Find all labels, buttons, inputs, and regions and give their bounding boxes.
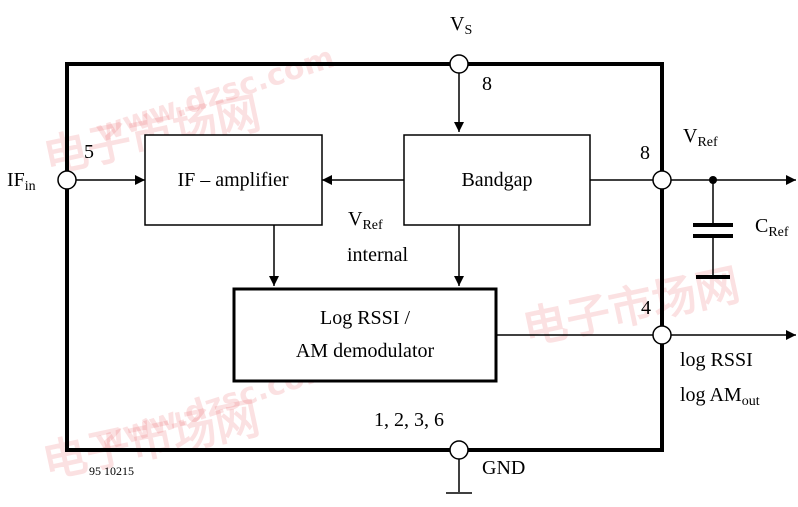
vref-internal-label: VRef [348,208,383,233]
if-in-label: IFin [7,169,36,194]
rssi-pin-number: 4 [641,297,651,319]
bandgap-label: Bandgap [461,169,532,191]
vref-label: VRef [683,125,718,150]
log-rssi-block [232,287,498,383]
chip-outline [65,62,664,452]
gnd-pin-node [449,440,469,460]
vs-label: VS [450,13,472,38]
if-in-pin-number: 5 [84,141,94,163]
watermark-chinese-3: 电子市场网 [518,260,744,356]
internal-label: internal [347,244,409,266]
if-amplifier-label: IF – amplifier [177,169,288,191]
gnd-label: GND [482,457,525,479]
vs-pin-node [449,54,469,74]
vref-pin-number: 8 [640,142,650,164]
vref-pin-node [652,170,672,190]
rssi-label-line1: log RSSI [680,349,753,371]
log-rssi-label-line1: Log RSSI / [320,307,410,329]
vs-pin-number: 8 [482,73,492,95]
if-in-pin-node [57,170,77,190]
rssi-pin-node [652,325,672,345]
cref-label: CRef [755,215,789,240]
bandgap-block [403,134,591,226]
log-rssi-label-line2: AM demodulator [296,340,435,362]
figure-id: 95 10215 [89,464,134,478]
gnd-pin-numbers: 1, 2, 3, 6 [374,409,444,431]
rssi-label-line2: log AMout [680,384,760,409]
